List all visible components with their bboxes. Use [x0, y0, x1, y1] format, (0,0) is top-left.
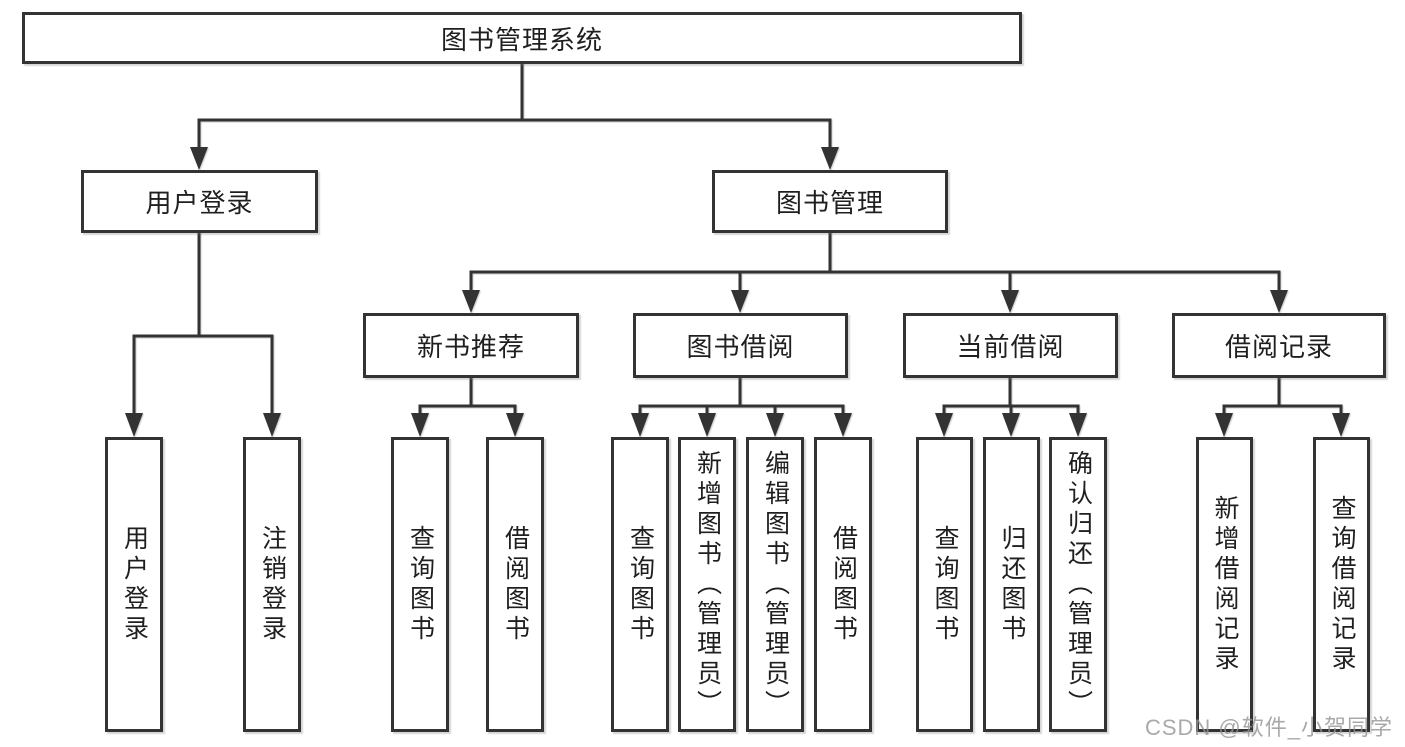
node-label: 新书推荐	[416, 332, 525, 362]
node-leaf-query-books-3: 查询图书	[916, 437, 973, 732]
connector-new-book-rec-to-leaves	[411, 376, 524, 437]
node-label: 当前借阅	[956, 332, 1065, 362]
node-current-borrowing: 当前借阅	[903, 313, 1118, 378]
node-label: 确认归还（管理员）	[1064, 449, 1093, 720]
node-leaf-logout: 注销登录	[243, 437, 301, 732]
node-leaf-edit-books-admin: 编辑图书（管理员）	[746, 437, 804, 732]
connector-current-borrow-to-leaves	[935, 376, 1087, 437]
node-leaf-return-books: 归还图书	[983, 437, 1040, 732]
node-library-management-system: 图书管理系统	[22, 12, 1022, 64]
node-label: 查询图书	[626, 524, 655, 645]
node-label: 新增借阅记录	[1211, 494, 1239, 675]
connector-borrow-record-to-leaves	[1215, 376, 1350, 437]
node-label: 归还图书	[998, 524, 1026, 645]
connector-book-mgmt-to-level3	[462, 231, 1288, 313]
node-label: 借阅记录	[1224, 332, 1333, 362]
node-leaf-query-books-1: 查询图书	[391, 437, 449, 732]
node-label: 编辑图书（管理员）	[761, 449, 790, 720]
node-leaf-add-books-admin: 新增图书（管理员）	[678, 437, 736, 732]
node-label: 查询图书	[931, 524, 959, 645]
connector-user-login-to-leaves	[125, 231, 281, 437]
node-label: 查询图书	[406, 524, 435, 645]
node-borrowing-records: 借阅记录	[1172, 313, 1386, 378]
node-label: 用户登录	[120, 524, 149, 645]
node-label: 查询借阅记录	[1328, 494, 1356, 675]
node-label: 用户登录	[145, 188, 254, 218]
node-label: 借阅图书	[829, 524, 858, 645]
connector-book-borrow-to-leaves	[631, 376, 852, 437]
node-label: 借阅图书	[501, 524, 530, 645]
node-label: 新增图书（管理员）	[693, 449, 722, 720]
node-leaf-add-borrow-record: 新增借阅记录	[1196, 437, 1253, 732]
node-label: 图书管理	[775, 188, 884, 218]
node-leaf-borrow-books-1: 借阅图书	[486, 437, 544, 732]
node-new-book-recommend: 新书推荐	[363, 313, 579, 378]
node-leaf-query-borrow-record: 查询借阅记录	[1313, 437, 1370, 732]
node-leaf-user-login: 用户登录	[105, 437, 163, 732]
node-book-borrowing: 图书借阅	[633, 313, 848, 378]
node-book-management: 图书管理	[712, 170, 948, 233]
connector-root-to-level2	[190, 62, 839, 170]
node-label: 图书管理系统	[440, 24, 603, 55]
node-leaf-query-books-2: 查询图书	[611, 437, 669, 732]
node-label: 图书借阅	[686, 332, 795, 362]
node-leaf-borrow-books-2: 借阅图书	[814, 437, 872, 732]
node-leaf-confirm-return-admin: 确认归还（管理员）	[1049, 437, 1107, 732]
node-label: 注销登录	[258, 524, 287, 645]
csdn-watermark: CSDN @软件_小贺同学	[1144, 715, 1393, 740]
node-user-login: 用户登录	[81, 170, 318, 233]
